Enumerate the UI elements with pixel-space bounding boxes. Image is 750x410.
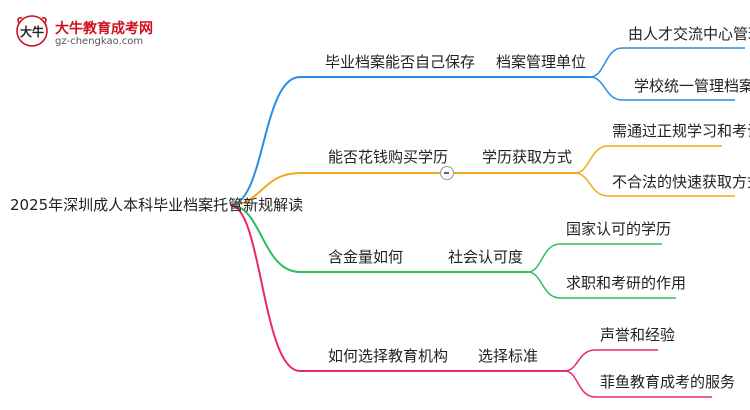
link-root-branch-1 — [229, 76, 440, 206]
branch-4-leaf-2[interactable]: 菲鱼教育成考的服务 — [600, 373, 736, 391]
link-root-branch-3 — [229, 204, 425, 273]
link-sub-1-leaf-2 — [589, 76, 735, 101]
link-root-branch-2 — [229, 172, 440, 206]
branch-1-leaf-2[interactable]: 学校统一管理档案 — [634, 77, 750, 95]
branch-4-leaf-1[interactable]: 声誉和经验 — [600, 326, 676, 344]
branch-3-leaf-1[interactable]: 国家认可的学历 — [566, 220, 672, 238]
link-sub-4-leaf-2 — [564, 370, 712, 398]
logo-title: 大牛教育成考网 — [55, 21, 153, 37]
logo-mark-text: 大牛 — [20, 24, 44, 39]
branch-2-label[interactable]: 能否花钱购买学历 — [328, 148, 449, 166]
branch-3-label[interactable]: 含金量如何 — [328, 248, 404, 266]
link-root-branch-4 — [229, 204, 450, 372]
branch-1-sub[interactable]: 档案管理单位 — [496, 53, 587, 71]
link-sub-1-leaf-1 — [589, 47, 745, 78]
collapse-toggle-icon[interactable] — [440, 166, 454, 180]
branch-1-leaf-1[interactable]: 由人才交流中心管理 — [628, 25, 750, 43]
branch-4-sub[interactable]: 选择标准 — [478, 347, 539, 365]
branch-2-leaf-1[interactable]: 需通过正规学习和考试 — [612, 122, 750, 140]
link-sub-4-leaf-1 — [564, 349, 658, 372]
branch-3-leaf-2[interactable]: 求职和考研的作用 — [566, 274, 687, 292]
branch-4-label[interactable]: 如何选择教育机构 — [328, 347, 449, 365]
link-sub-2-leaf-1 — [574, 145, 722, 174]
link-sub-2-leaf-2 — [574, 172, 735, 197]
bull-logo-icon: 大牛 — [16, 15, 48, 47]
root-topic[interactable]: 2025年深圳成人本科毕业档案托管新规解读 — [10, 196, 304, 214]
link-sub-3-leaf-1 — [527, 243, 662, 273]
branch-1-label[interactable]: 毕业档案能否自己保存 — [325, 53, 476, 71]
link-sub-3-leaf-2 — [527, 271, 676, 299]
branch-2-sub[interactable]: 学历获取方式 — [482, 148, 573, 166]
logo-url: gz-chengkao.com — [55, 36, 144, 47]
branch-2-leaf-2[interactable]: 不合法的快速获取方式 — [612, 173, 750, 191]
site-logo[interactable]: 大牛 大牛教育成考网 gz-chengkao.com — [10, 14, 160, 50]
branch-3-sub[interactable]: 社会认可度 — [448, 248, 524, 266]
